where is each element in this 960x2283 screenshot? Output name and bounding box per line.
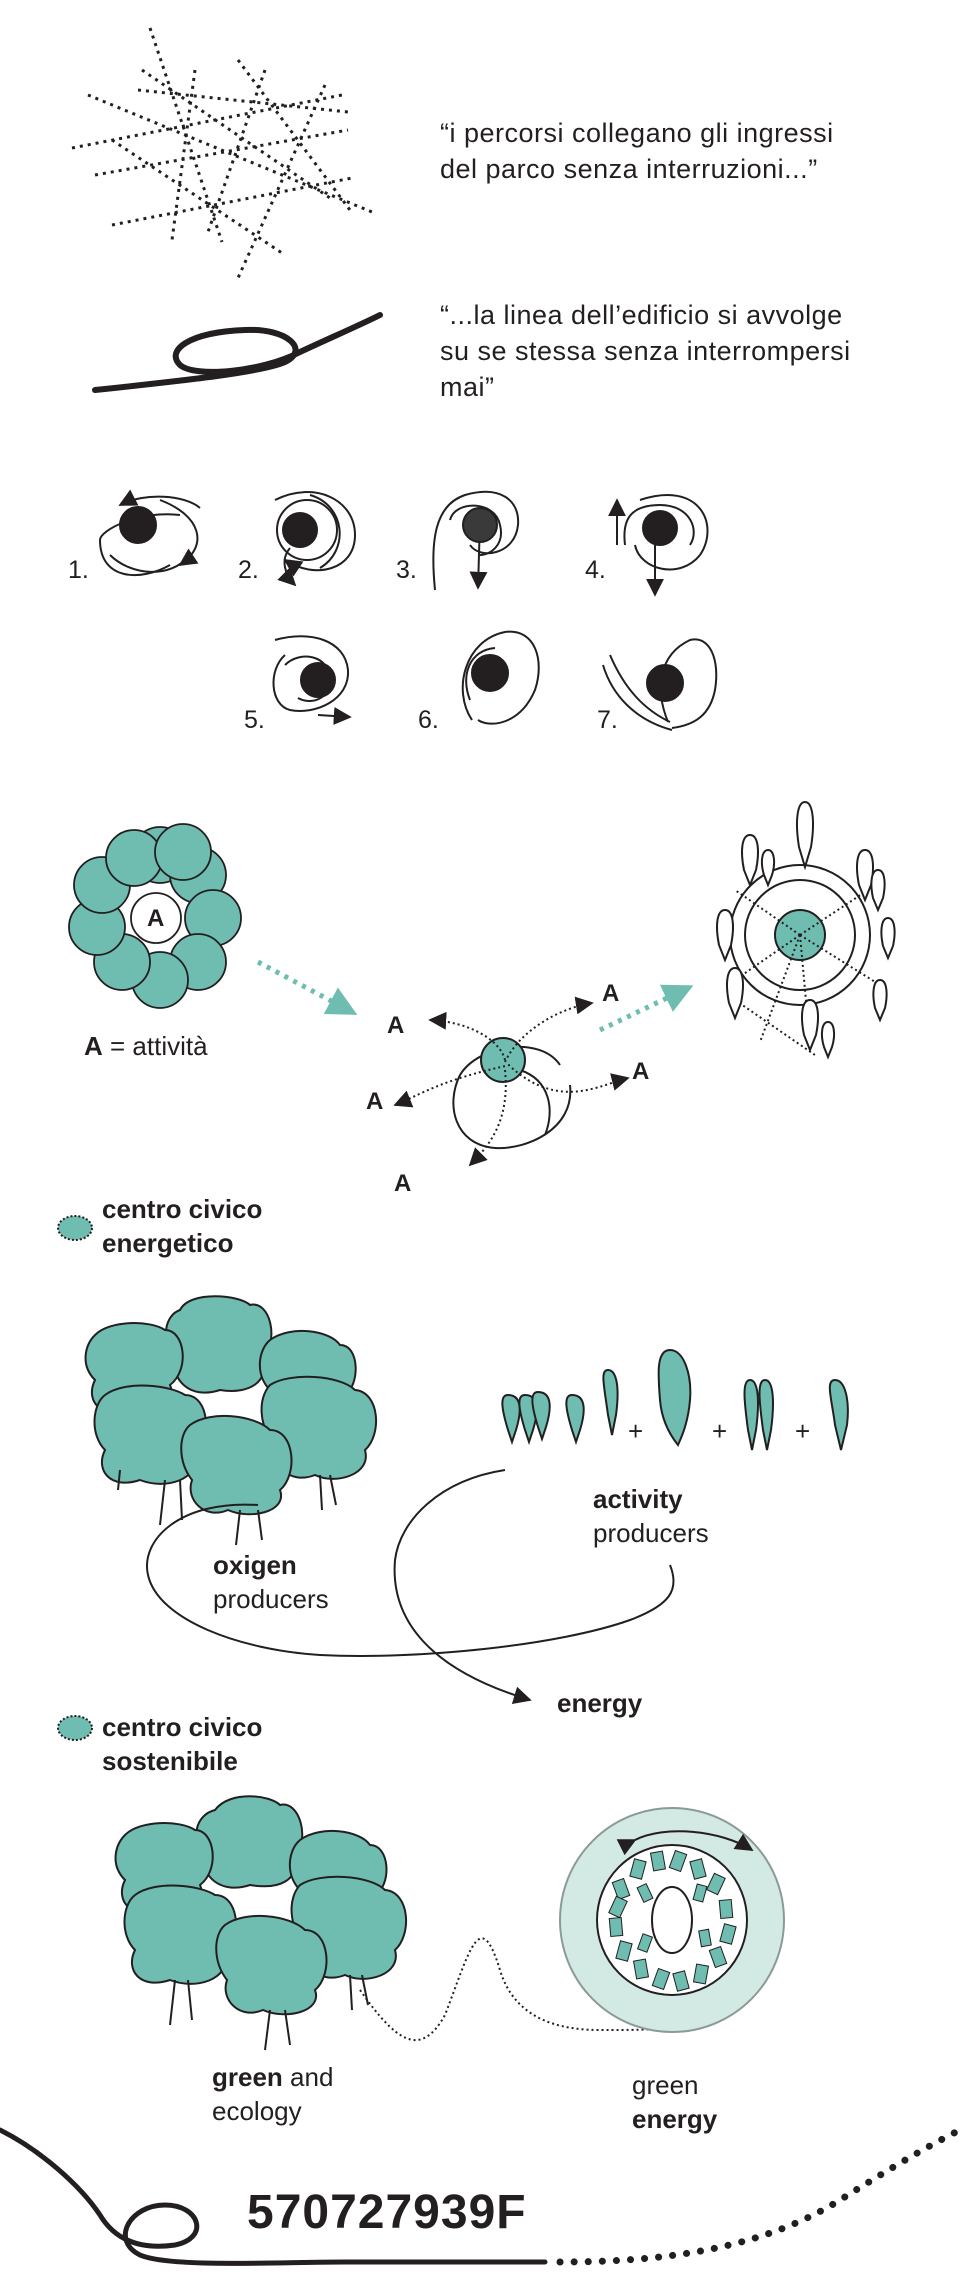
ecology-label-line1: green and: [212, 2060, 333, 2094]
plus-sign-2: +: [712, 1416, 728, 1446]
activity-label-rest: producers: [593, 1518, 709, 1548]
legend2-line2: sostenibile: [102, 1746, 238, 1776]
activity-legend-letter: A: [84, 1031, 103, 1061]
legend1-line1: centro civico: [102, 1194, 263, 1224]
document-code: 570727939F: [247, 2186, 527, 2239]
signature-line: [0, 2126, 960, 2266]
plus-sign-3: +: [795, 1416, 811, 1446]
oxigen-label-rest: producers: [213, 1584, 329, 1614]
producer-cycle: [146, 1469, 675, 1704]
spiral-diagram-2: [274, 491, 357, 587]
spiral-diagram-6: [461, 630, 540, 725]
legend-bullet-2: [57, 1715, 93, 1741]
spiral-diagram-3: [432, 490, 520, 591]
activity-letter-3: A: [366, 1088, 384, 1115]
quote1-line2: del parco senza interruzioni...”: [440, 154, 818, 184]
activity-label-bold: activity: [593, 1484, 683, 1514]
spiral-diagram-1: [98, 489, 201, 577]
activity-letter-5: A: [394, 1170, 412, 1197]
green-energy-line1: green: [632, 2070, 699, 2100]
ecology-label-line2: ecology: [212, 2096, 302, 2126]
step-label-3: 3.: [396, 556, 417, 584]
step-label-2: 2.: [238, 556, 259, 584]
legend1-line2: energetico: [102, 1228, 234, 1258]
legend2-line1: centro civico: [102, 1712, 263, 1742]
quote2-line3: mai”: [440, 372, 495, 402]
energy-label: energy: [557, 1688, 643, 1718]
activity-legend: A = attività: [84, 1029, 208, 1063]
teal-dotted-arrow-left: [256, 959, 358, 1015]
step-label-1: 1.: [68, 556, 89, 584]
step-label-6: 6.: [418, 706, 439, 734]
ecology-trees-trunks: [169, 1974, 369, 2051]
ecology-trees: [114, 1795, 408, 2016]
ecology-label-rest: and: [290, 2062, 334, 2092]
activity-letter-2: A: [602, 980, 620, 1007]
step-label-4: 4.: [585, 556, 606, 584]
oxigen-trees: [84, 1295, 378, 1516]
dotted-paths-sketch: [71, 27, 373, 279]
spiral-diagram-7: [602, 638, 718, 731]
ecology-label-bold: green: [212, 2062, 283, 2092]
spiral-diagram-5: [272, 635, 352, 725]
plus-sign-1: +: [628, 1416, 644, 1446]
activity-figures: [501, 1348, 849, 1451]
quote2-line1: “...la linea dell’edificio si avvolge: [440, 300, 843, 330]
step-label-7: 7.: [597, 706, 618, 734]
activity-letter-4: A: [632, 1058, 650, 1085]
civic-center-diagram: [393, 996, 630, 1167]
oxigen-label-bold: oxigen: [213, 1550, 297, 1580]
quote2-line2: su se stessa senza interrompersi: [440, 336, 851, 366]
green-energy-line2: energy: [632, 2104, 718, 2134]
activity-letter-1: A: [387, 1012, 405, 1039]
spiral-diagram-4: [608, 494, 709, 597]
step-label-5: 5.: [244, 706, 265, 734]
legend-bullet-1: [57, 1215, 93, 1241]
activity-ring: [68, 823, 242, 1009]
civic-center-people: [716, 800, 896, 1060]
green-energy-disc: [559, 1807, 785, 2033]
ring-center-letter: A: [147, 905, 165, 932]
quote1-line1: “i percorsi collegano gli ingressi: [440, 118, 834, 148]
wound-building-line: [92, 312, 383, 393]
oxigen-trees-trunks: [117, 1469, 337, 1546]
teal-dotted-arrow-right: [598, 984, 694, 1033]
activity-legend-text: = attività: [110, 1031, 208, 1061]
